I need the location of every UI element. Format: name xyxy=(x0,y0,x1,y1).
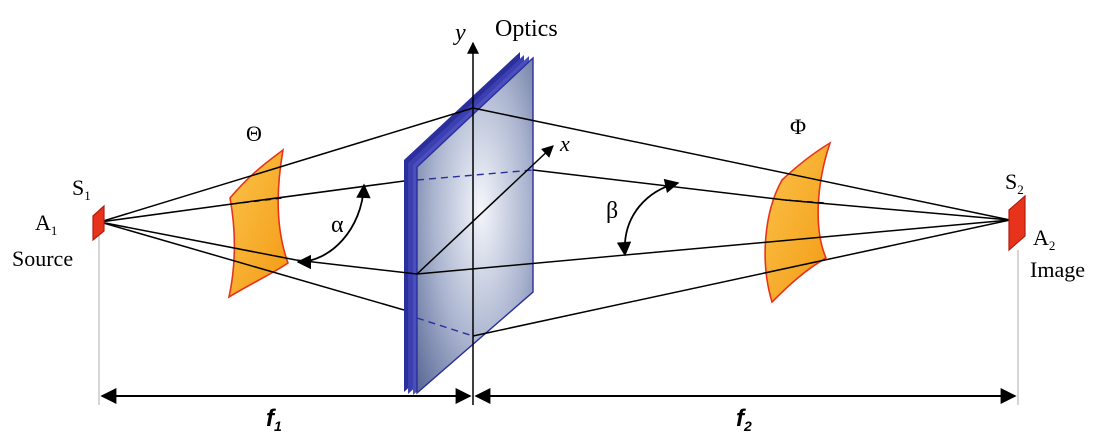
s2-label: S2 xyxy=(1005,169,1024,197)
x-axis xyxy=(416,145,554,275)
source-label: Source xyxy=(12,246,73,271)
theta-surface xyxy=(227,148,289,299)
source-aperture xyxy=(92,204,105,242)
image-label: Image xyxy=(1030,257,1085,282)
y-axis-label: y xyxy=(453,20,466,46)
a1-label: A1 xyxy=(35,210,57,238)
optics-label: Optics xyxy=(495,16,558,42)
phi-surface xyxy=(764,141,832,304)
hidden-ray-segments xyxy=(416,169,534,337)
theta-label: Θ xyxy=(246,121,262,146)
phi-label: Φ xyxy=(790,114,806,139)
x-axis-label: x xyxy=(559,131,570,156)
s1-label: S1 xyxy=(72,175,91,203)
image-aperture xyxy=(1008,194,1026,252)
alpha-label: α xyxy=(331,212,344,238)
beta-label: β xyxy=(606,198,618,224)
f2-label: f2 xyxy=(736,405,752,434)
f1-label: f1 xyxy=(266,405,282,434)
alpha-angle-arc xyxy=(296,183,371,270)
beta-angle-arc xyxy=(616,178,680,257)
surface-hidden-segments xyxy=(231,197,827,205)
a2-label: A2 xyxy=(1033,225,1055,253)
optics-plate xyxy=(404,52,534,395)
